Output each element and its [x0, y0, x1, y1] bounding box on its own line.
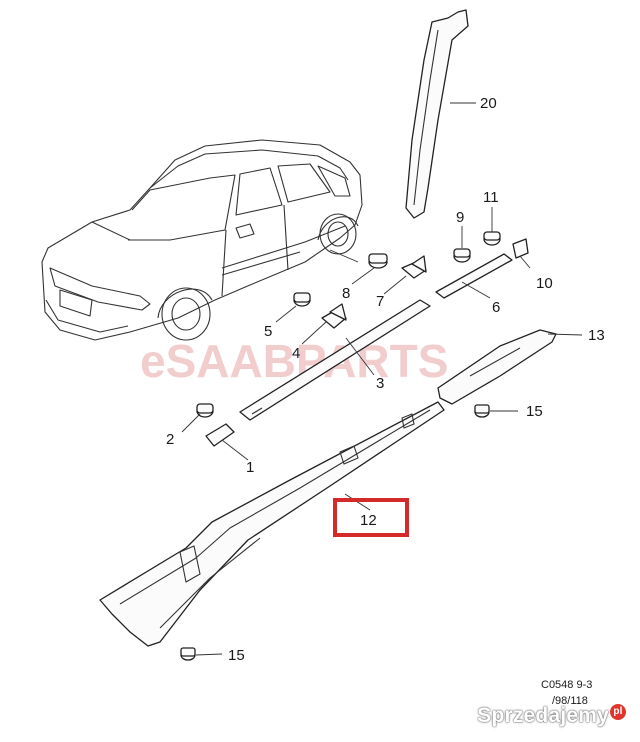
car-illustration	[41, 139, 363, 341]
part-13-rear-sill-extension	[437, 329, 557, 405]
callout-6: 6	[492, 299, 500, 316]
callout-10: 10	[536, 275, 553, 292]
callout-4: 4	[292, 345, 300, 362]
part-11-clip	[483, 231, 501, 246]
part-4-bracket-clip	[321, 303, 347, 329]
part-20-pillar-trim	[405, 9, 469, 219]
callout-15-lower: 15	[228, 647, 245, 664]
callout-15-upper: 15	[526, 403, 543, 420]
part-8-clip	[368, 253, 388, 269]
callout-13: 13	[588, 327, 605, 344]
part-9-clip	[453, 248, 471, 263]
part-3-door-molding	[239, 299, 431, 421]
logo-badge: pl	[610, 704, 626, 720]
part-2-clip	[196, 403, 214, 418]
part-7-bracket-clip	[401, 255, 427, 279]
highlight-box-12	[333, 498, 409, 537]
part-12-sill-panel	[99, 401, 445, 647]
callout-9: 9	[456, 209, 464, 226]
callout-12: 12	[360, 512, 377, 529]
figure-subcode: /98/118	[552, 695, 588, 707]
part-1-end-cap	[205, 423, 235, 447]
part-15-upper-nut	[474, 404, 490, 418]
logo-text: Sprzedajemy	[477, 704, 609, 727]
part-5-clip	[293, 292, 311, 307]
callout-1: 1	[246, 459, 254, 476]
callout-3: 3	[376, 375, 384, 392]
callout-5: 5	[264, 323, 272, 340]
part-10-end-cap	[512, 238, 529, 259]
callout-7: 7	[376, 293, 384, 310]
part-15-lower-nut	[180, 647, 196, 661]
figure-code: C0548 9-3	[541, 679, 592, 691]
part-6-short-molding	[435, 253, 513, 299]
callout-2: 2	[166, 431, 174, 448]
callout-11: 11	[483, 189, 499, 206]
callout-8: 8	[342, 285, 350, 302]
callout-20: 20	[480, 95, 497, 112]
